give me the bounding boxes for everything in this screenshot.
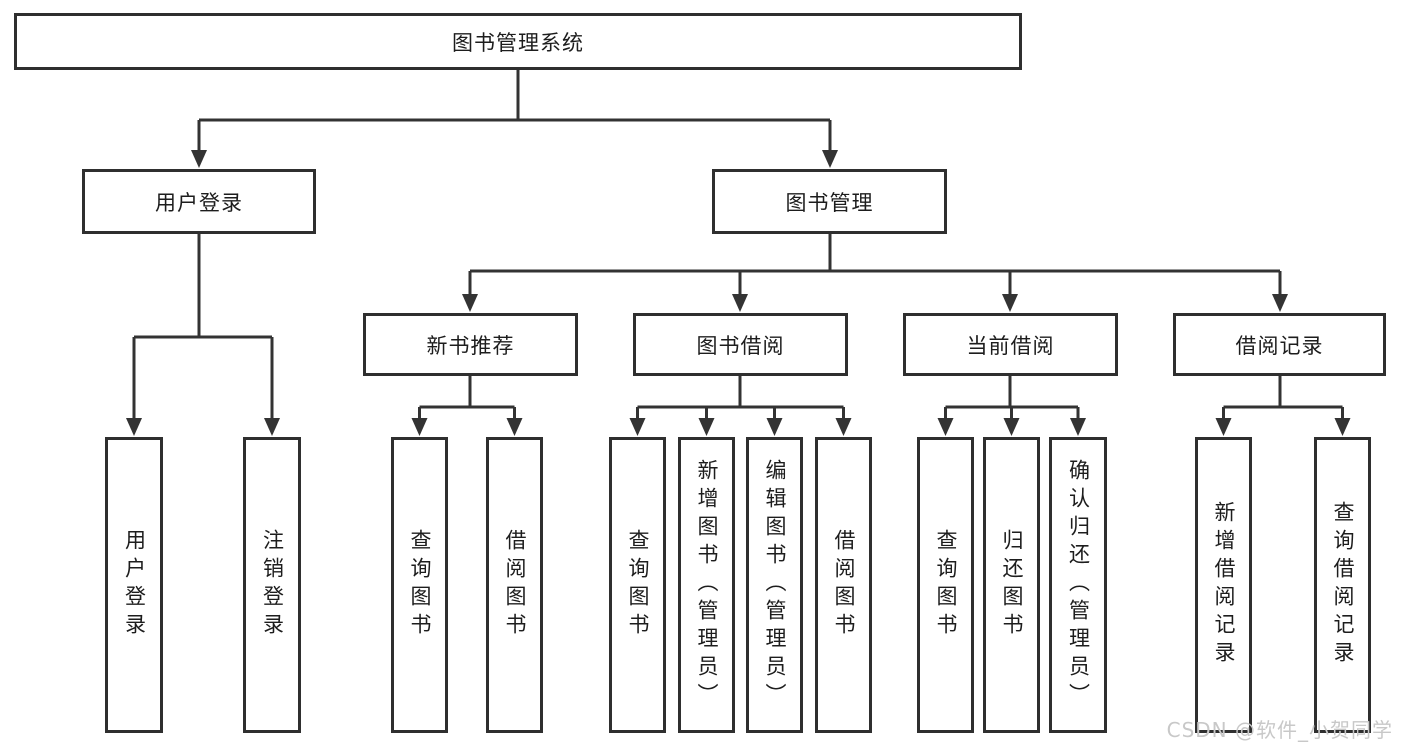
- node-book-borrowing: 图书借阅: [633, 313, 848, 376]
- leaf-borrow-books: 借阅图书: [815, 437, 872, 733]
- leaf-label: 注销登录: [260, 529, 285, 641]
- leaf-label: 查询图书: [626, 529, 650, 641]
- leaf-label: 确认归还（管理员）: [1066, 459, 1091, 711]
- leaf-query-books-borrowing: 查询图书: [609, 437, 666, 733]
- csdn-watermark: CSDN @软件_小贺同学: [1166, 718, 1393, 742]
- connector-arrowheads: [126, 150, 1351, 436]
- leaf-logout: 注销登录: [243, 437, 301, 733]
- node-user-login: 用户登录: [82, 169, 316, 234]
- leaf-return-books: 归还图书: [983, 437, 1040, 733]
- leaf-confirm-return-admin: 确认归还（管理员）: [1049, 437, 1107, 733]
- leaf-query-books-recommend: 查询图书: [391, 437, 448, 733]
- leaf-borrow-books-recommend: 借阅图书: [486, 437, 543, 733]
- leaf-label: 用户登录: [122, 529, 147, 641]
- leaf-query-books-current: 查询图书: [917, 437, 974, 733]
- leaf-label: 新增借阅记录: [1212, 501, 1236, 669]
- leaf-label: 借阅图书: [503, 529, 527, 641]
- node-borrow-records: 借阅记录: [1173, 313, 1386, 376]
- leaf-add-books-admin: 新增图书（管理员）: [678, 437, 735, 733]
- node-current-borrowing: 当前借阅: [903, 313, 1118, 376]
- node-book-management: 图书管理: [712, 169, 947, 234]
- leaf-label: 查询借阅记录: [1331, 501, 1355, 669]
- leaf-label: 编辑图书（管理员）: [763, 459, 787, 711]
- leaf-label: 归还图书: [1000, 529, 1024, 641]
- node-root: 图书管理系统: [14, 13, 1022, 70]
- leaf-label: 新增图书（管理员）: [695, 459, 719, 711]
- node-new-book-recommend: 新书推荐: [363, 313, 578, 376]
- leaf-label: 查询图书: [408, 529, 432, 641]
- leaf-query-borrow-record: 查询借阅记录: [1314, 437, 1371, 733]
- leaf-label: 查询图书: [934, 529, 958, 641]
- leaf-add-borrow-record: 新增借阅记录: [1195, 437, 1252, 733]
- leaf-label: 借阅图书: [832, 529, 856, 641]
- connector-paths: [132, 70, 1344, 432]
- leaf-edit-books-admin: 编辑图书（管理员）: [746, 437, 803, 733]
- leaf-user-login: 用户登录: [105, 437, 163, 733]
